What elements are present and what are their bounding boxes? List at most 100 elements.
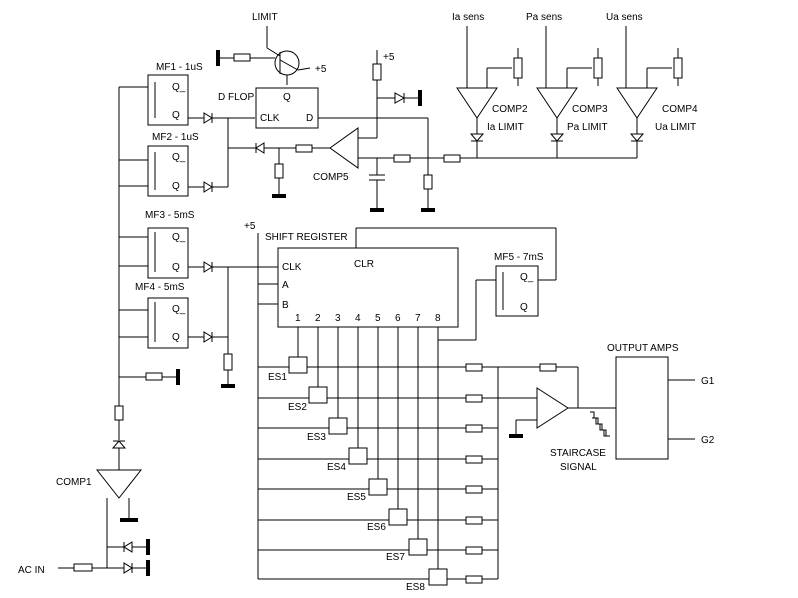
mf3-monoflop: MF3 - 5mS Q_ Q (145, 210, 278, 279)
sr-output-5: 5 (375, 313, 381, 324)
resistor (114, 405, 124, 421)
diode (203, 112, 213, 124)
resistor (423, 174, 433, 190)
q-pin: Q (172, 332, 180, 343)
ua-sens-label: Ua sens (606, 12, 643, 23)
sr-a-pin: A (282, 280, 289, 291)
es3-label: ES3 (307, 432, 326, 443)
q-bar-pin: Q_ (172, 304, 186, 315)
resistor (465, 455, 483, 464)
shift-register: +5 SHIFT REGISTER CLK CLR A B 1 2 3 4 5 … (244, 221, 557, 579)
limit-label: LIMIT (252, 12, 278, 23)
sensor-comparators: Ia sens Pa sens Ua sens COMP2 Ia LIMIT C… (452, 12, 698, 159)
es1-label: ES1 (268, 372, 287, 383)
g1-output-label: G1 (701, 376, 715, 387)
switch-es7 (408, 538, 428, 556)
diode (203, 331, 213, 343)
sr-b-pin: B (282, 300, 289, 311)
comp1-symbol (95, 469, 143, 499)
q-bar-pin: Q_ (172, 152, 186, 163)
resistor (465, 516, 483, 525)
resistor (465, 363, 483, 372)
sens-potentiometer (513, 57, 523, 79)
clamp-diode (123, 541, 133, 553)
staircase-label-1: STAIRCASE (550, 448, 606, 459)
comp5-supply: +5 (372, 50, 422, 138)
sr-supply-label: +5 (244, 221, 256, 232)
feedback-resistor (539, 363, 557, 372)
electronic-switch-array: ES1 ES2 ES3 ES4 ES5 ES6 ES7 (258, 327, 466, 593)
q-pin: Q (172, 262, 180, 273)
q-bar-pin: Q_ (172, 232, 186, 243)
mf3-label: MF3 - 5mS (145, 210, 195, 221)
resistor-ladder (465, 363, 537, 584)
resistor (295, 144, 313, 153)
q-pin: Q (520, 302, 528, 313)
resistor (465, 394, 483, 403)
output-amps-block (615, 356, 669, 460)
comp1-label: COMP1 (56, 477, 92, 488)
sr-output-4: 4 (355, 313, 361, 324)
resistor (274, 163, 284, 179)
sr-output-8: 8 (435, 313, 441, 324)
sr-output-7: 7 (415, 313, 421, 324)
pa-sens-label: Pa sens (526, 12, 562, 23)
switch-es4 (348, 447, 368, 465)
mf4-monoflop: MF4 - 5mS Q_ Q (135, 267, 235, 388)
mf2-monoflop: MF2 - 1uS Q_ Q (147, 118, 229, 197)
es6-label: ES6 (367, 522, 386, 533)
switch-es2 (308, 386, 328, 404)
diode (255, 142, 265, 154)
resistor (372, 63, 382, 81)
q-bar-pin: Q_ (172, 82, 186, 93)
limit-transistor-stage: LIMIT +5 (216, 12, 327, 85)
es2-label: ES2 (288, 402, 307, 413)
diode (629, 133, 645, 142)
comp5-comparator: COMP5 (228, 127, 477, 212)
dff-clk-pin: CLK (260, 113, 280, 124)
switch-es1 (288, 356, 308, 374)
resistor (465, 575, 483, 584)
transistor-symbol (274, 50, 300, 76)
switch-es8 (428, 568, 448, 586)
resistor (233, 53, 251, 62)
output-amps: OUTPUT AMPS G1 G2 (607, 343, 715, 460)
comp2-label: COMP2 (492, 104, 528, 115)
opamp-symbol (536, 387, 569, 429)
output-amps-label: OUTPUT AMPS (607, 343, 679, 354)
resistor (145, 372, 163, 381)
q-pin: Q (172, 110, 180, 121)
pa-limit-label: Pa LIMIT (567, 122, 608, 133)
comp5-label: COMP5 (313, 172, 349, 183)
mf1-monoflop: MF1 - 1uS Q_ Q (147, 62, 255, 126)
diode (549, 133, 565, 142)
sr-output-6: 6 (395, 313, 401, 324)
left-bus (111, 86, 180, 470)
comp4-symbol (616, 87, 658, 119)
ia-limit-label: Ia LIMIT (487, 122, 524, 133)
ua-limit-label: Ua LIMIT (655, 122, 696, 133)
comp3-symbol (536, 87, 578, 119)
resistor (465, 546, 483, 555)
dff-d-pin: D (306, 113, 313, 124)
comp4-label: COMP4 (662, 104, 698, 115)
sr-clr-pin: CLR (354, 259, 374, 270)
dff-q-pin: Q (283, 92, 291, 103)
diode (203, 181, 213, 193)
resistor (223, 353, 233, 371)
es8-label: ES8 (406, 582, 425, 593)
ia-sens-label: Ia sens (452, 12, 484, 23)
comp3-label: COMP3 (572, 104, 608, 115)
diode (394, 92, 406, 104)
shift-register-title: SHIFT REGISTER (265, 232, 348, 243)
mf4-label: MF4 - 5mS (135, 282, 185, 293)
q-pin: Q (172, 181, 180, 192)
sr-output-1: 1 (295, 313, 301, 324)
sr-output-3: 3 (335, 313, 341, 324)
comp1-input-stage: COMP1 AC IN (18, 469, 150, 576)
diode (469, 133, 485, 142)
d-flip-flop: D FLOP Q CLK D (218, 87, 429, 175)
sens-potentiometer (673, 57, 683, 79)
